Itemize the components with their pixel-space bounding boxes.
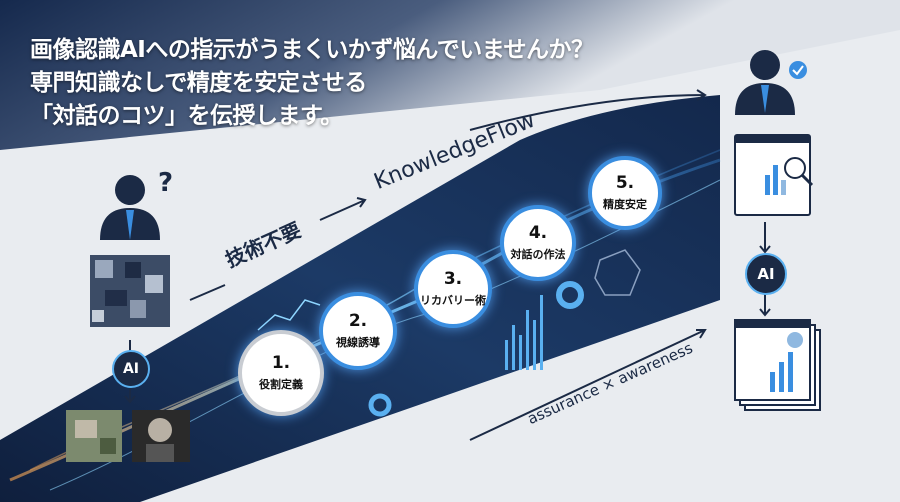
donut-icon	[556, 281, 584, 309]
photo-thumbnail-garden	[66, 410, 122, 462]
step-label: 対話の作法	[510, 248, 566, 261]
mini-bar-chart-icon	[505, 295, 543, 370]
header-gradient	[0, 0, 900, 150]
report-card-stack	[734, 319, 821, 411]
ai-badge-left: AI	[112, 350, 150, 388]
step-label: 視線誘導	[336, 336, 380, 349]
donut-icon-small	[368, 393, 392, 417]
step-1: 1. 役割定義	[238, 330, 324, 416]
step-label: リカバリー術	[420, 294, 486, 307]
headline-line-1: 画像認識AIへの指示がうまくいかず悩んでいませんか？	[30, 37, 594, 63]
question-mark-icon: ?	[158, 168, 174, 198]
hexagon-icon	[594, 249, 641, 296]
step-label: 役割定義	[259, 378, 303, 391]
headline-line-3: 「対話のコツ」を伝授します。	[30, 103, 343, 129]
magnifier-icon	[784, 157, 806, 179]
step-2: 2. 視線誘導	[319, 292, 397, 370]
checkmark-badge-icon	[789, 61, 807, 79]
line-chart-icon	[257, 299, 321, 331]
step-3: 3. リカバリー術	[414, 250, 492, 328]
step-number: 1.	[271, 353, 291, 373]
confused-person-icon	[100, 175, 160, 240]
confident-person-icon	[735, 50, 795, 115]
step-number: 4.	[528, 223, 548, 243]
arrows	[124, 89, 771, 441]
step-number: 5.	[615, 173, 635, 193]
ai-badge-right: AI	[745, 253, 787, 295]
step-5: 5. 精度安定	[588, 156, 662, 230]
headline-line-2: 専門知識なしで精度を安定させる	[30, 70, 367, 96]
step-number: 3.	[443, 269, 463, 289]
step-label: 精度安定	[603, 198, 647, 211]
pixelated-image	[90, 255, 170, 327]
photo-thumbnail-portrait	[132, 410, 190, 462]
step-4: 4. 対話の作法	[500, 205, 576, 281]
analytics-card	[734, 134, 814, 216]
step-number: 2.	[348, 311, 368, 331]
